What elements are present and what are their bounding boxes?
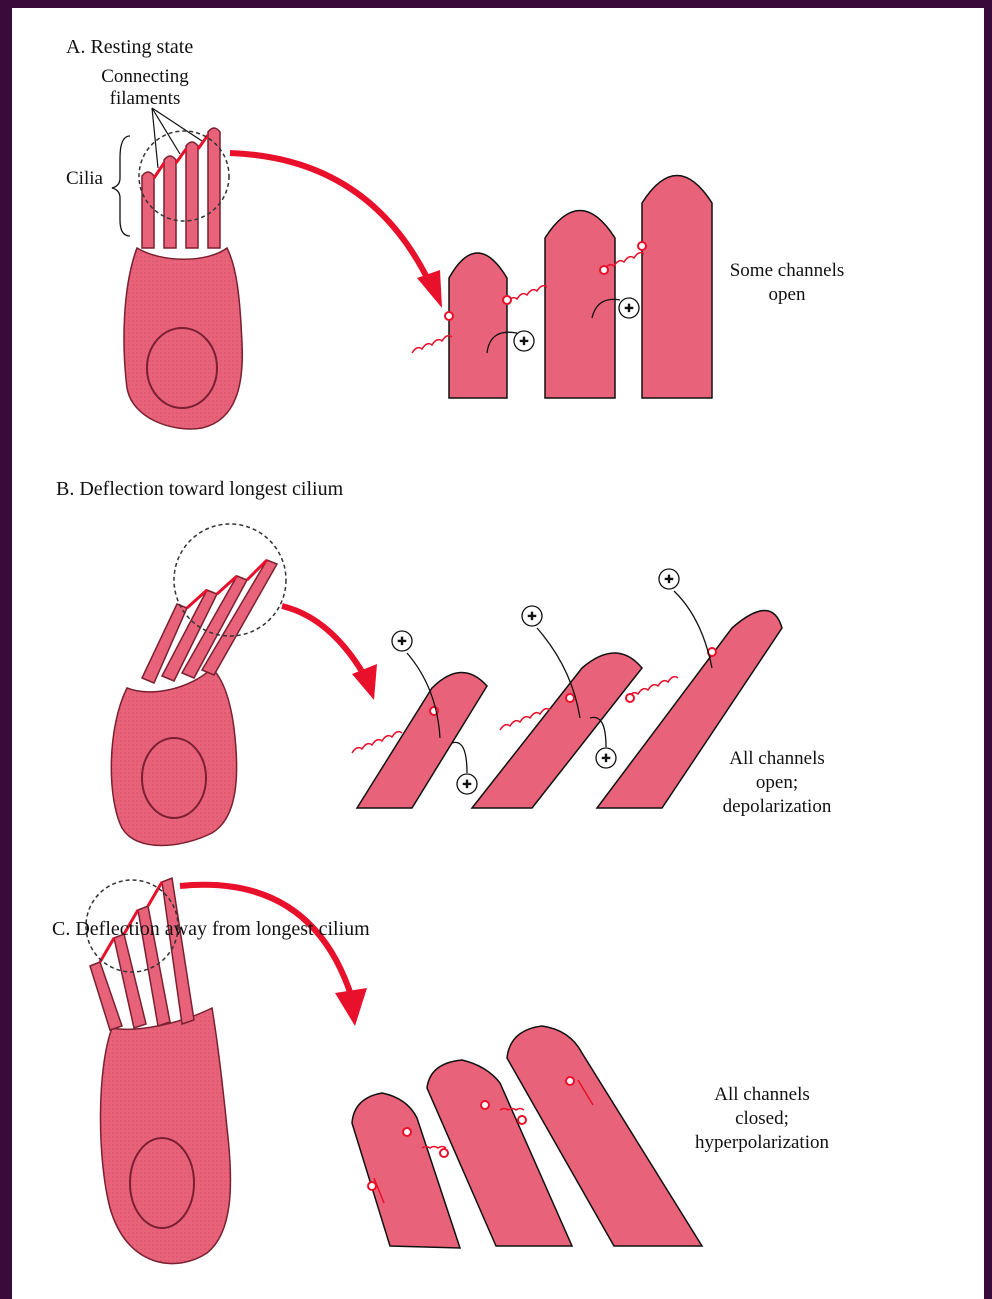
panel-b-annotation-1: All channels xyxy=(692,748,862,770)
panel-b: + + + + + xyxy=(111,524,782,846)
panel-a-annotation-2: open xyxy=(702,284,872,306)
cilia-bracket xyxy=(112,136,130,236)
cilia-bundle-b xyxy=(142,560,277,683)
ion-plus-sign: + xyxy=(520,333,529,350)
panel-b-annotation-2: open; xyxy=(692,772,862,794)
ion-plus-sign: + xyxy=(602,750,611,767)
enlarged-cilia-a xyxy=(449,176,712,399)
panel-a: ++ xyxy=(112,108,712,429)
magnify-circle-b xyxy=(174,524,286,636)
panel-c-annotation-3: hyperpolarization xyxy=(672,1132,852,1154)
zoom-arrow-a xyxy=(230,153,432,288)
hair-cell-body-c xyxy=(100,1008,230,1264)
zoom-arrow-c xyxy=(180,885,352,998)
connecting-filaments-a xyxy=(154,135,208,178)
ion-plus-sign: + xyxy=(625,300,634,317)
connecting-filaments-label-1: Connecting xyxy=(80,66,210,88)
panel-a-title: A. Resting state xyxy=(66,36,193,58)
panel-b-annotation-3: depolarization xyxy=(692,796,862,818)
ion-plus-sign: + xyxy=(463,776,472,793)
ion-plus-sign: + xyxy=(398,633,407,650)
figure-frame: ++ xyxy=(12,8,984,1299)
ion-plus-sign: + xyxy=(665,571,674,588)
ion-plus-sign: + xyxy=(528,608,537,625)
cilia-label: Cilia xyxy=(66,168,103,190)
cilia-bundle-a xyxy=(142,128,220,248)
panel-c-annotation-1: All channels xyxy=(672,1084,852,1106)
panel-b-title: B. Deflection toward longest cilium xyxy=(56,478,343,500)
zoom-arrow-b xyxy=(282,606,367,680)
enlarged-cilia-c xyxy=(352,1026,702,1248)
panel-a-annotation-1: Some channels xyxy=(702,260,872,282)
connecting-filaments-label-2: filaments xyxy=(80,88,210,110)
hair-cell-body-a xyxy=(124,248,242,429)
panel-c-annotation-2: closed; xyxy=(672,1108,852,1130)
panel-c-title: C. Deflection away from longest cilium xyxy=(52,918,370,940)
